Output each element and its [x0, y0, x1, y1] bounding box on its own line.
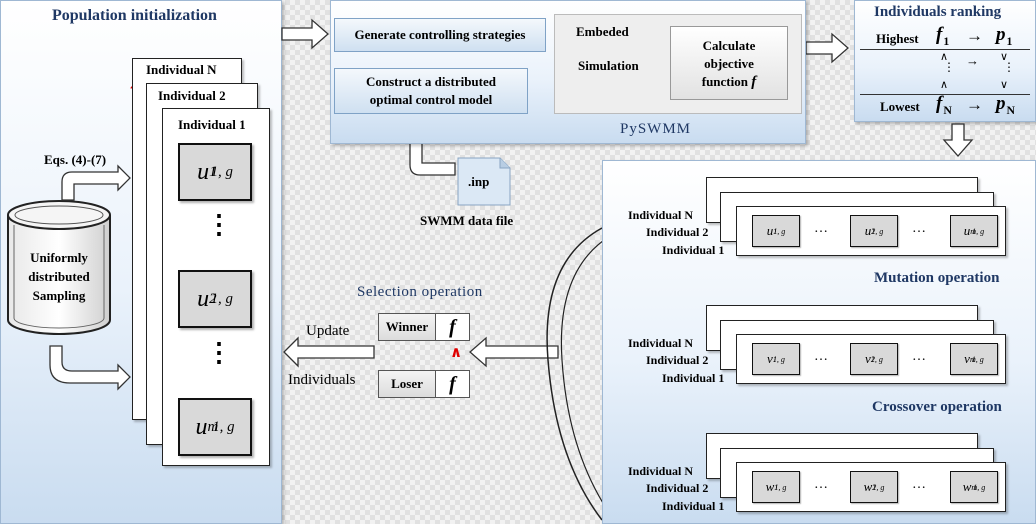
mutation-label: Mutation operation — [874, 270, 1000, 286]
ops1-ind-2: Individual 2 — [646, 225, 709, 239]
ranking-line-top — [860, 49, 1030, 50]
swmm-data-file-label: SWMM data file — [420, 213, 514, 228]
individual-2-label: Individual 2 — [158, 88, 226, 103]
ops1-ind-n: Individual N — [628, 208, 694, 222]
lowest-label: Lowest — [880, 99, 920, 114]
winner-box: Winner f — [378, 313, 470, 341]
loop-arc — [546, 227, 603, 521]
eqs-label: Eqs. (4)-(7) — [44, 152, 107, 167]
generate-strategies-box: Generate controlling strategies — [334, 18, 546, 52]
ops3-ind-2: Individual 2 — [646, 481, 709, 495]
selection-title: Selection operation — [357, 284, 483, 300]
arrow-mid-1: → — [966, 53, 979, 68]
arrow-update — [283, 336, 375, 368]
ops3-ellipsis-2: … — [912, 477, 926, 492]
fN-label: fN — [936, 93, 952, 117]
calculate-box: Calculate objective function f — [670, 26, 788, 100]
arrow-to-ranking — [805, 32, 849, 64]
vdots-1: ⋮ — [206, 210, 232, 239]
arrow-to-pyswmm — [281, 18, 329, 50]
pN-label: pN — [996, 93, 1015, 117]
construct-model-box: Construct a distributed optimal control … — [334, 68, 528, 114]
inp-label: .inp — [468, 174, 490, 189]
ranking-title: Individuals ranking — [874, 4, 1002, 20]
gt-1: ∨ — [1000, 51, 1009, 63]
vdots-r1: ⋮ — [943, 60, 955, 74]
ops1-ellipsis-1: … — [814, 221, 828, 236]
ops2-ellipsis-1: … — [814, 349, 828, 364]
population-title: Population initialization — [52, 7, 217, 24]
ops2-ind-n: Individual N — [628, 336, 694, 350]
ge-2: ∧ — [940, 79, 949, 91]
ops2-ind-1: Individual 1 — [662, 371, 725, 385]
arrow-top — [61, 164, 131, 201]
embeded-label: Embeded — [576, 24, 629, 39]
vdots-2: ⋮ — [206, 338, 232, 367]
arrow-ops-selection — [469, 336, 559, 368]
ranking-line-bottom — [860, 94, 1030, 95]
sampling-label: Uniformly distributed Sampling — [28, 250, 90, 303]
ops2-ellipsis-2: … — [912, 349, 926, 364]
individual-n-label: Individual N — [146, 62, 217, 77]
update-label: Update — [306, 323, 350, 339]
ops1-ellipsis-2: … — [912, 221, 926, 236]
loser-box: Loser f — [378, 370, 470, 398]
crossover-label: Crossover operation — [872, 399, 1002, 415]
arrow-ranking-down — [942, 123, 974, 157]
ops3-ind-n: Individual N — [628, 464, 694, 478]
vdots-r2: ⋮ — [1003, 60, 1015, 74]
pyswmm-label: PySWMM — [620, 121, 692, 137]
f1-label: f1 — [936, 24, 950, 48]
highest-label: Highest — [876, 31, 919, 46]
ops2-ind-2: Individual 2 — [646, 353, 709, 367]
ops3-ellipsis-1: … — [814, 477, 828, 492]
arrow-bottom — [49, 345, 131, 391]
individual-1-label: Individual 1 — [178, 117, 246, 132]
ops3-ind-1: Individual 1 — [662, 499, 725, 513]
arrow-fN-pN: → — [966, 95, 983, 114]
individuals-label: Individuals — [288, 372, 356, 388]
ops1-ind-1: Individual 1 — [662, 243, 725, 257]
p1-label: p1 — [996, 24, 1013, 48]
file-icon — [457, 157, 511, 206]
arrow-f1-p1: → — [966, 26, 983, 45]
simulation-label: Simulation — [578, 58, 639, 73]
sampling-cylinder — [7, 200, 111, 335]
gt-2: ∨ — [1000, 79, 1009, 91]
compare-caret: ∧ — [450, 345, 463, 361]
ranking-panel — [854, 0, 1036, 122]
ge-1: ∧ — [940, 51, 949, 63]
